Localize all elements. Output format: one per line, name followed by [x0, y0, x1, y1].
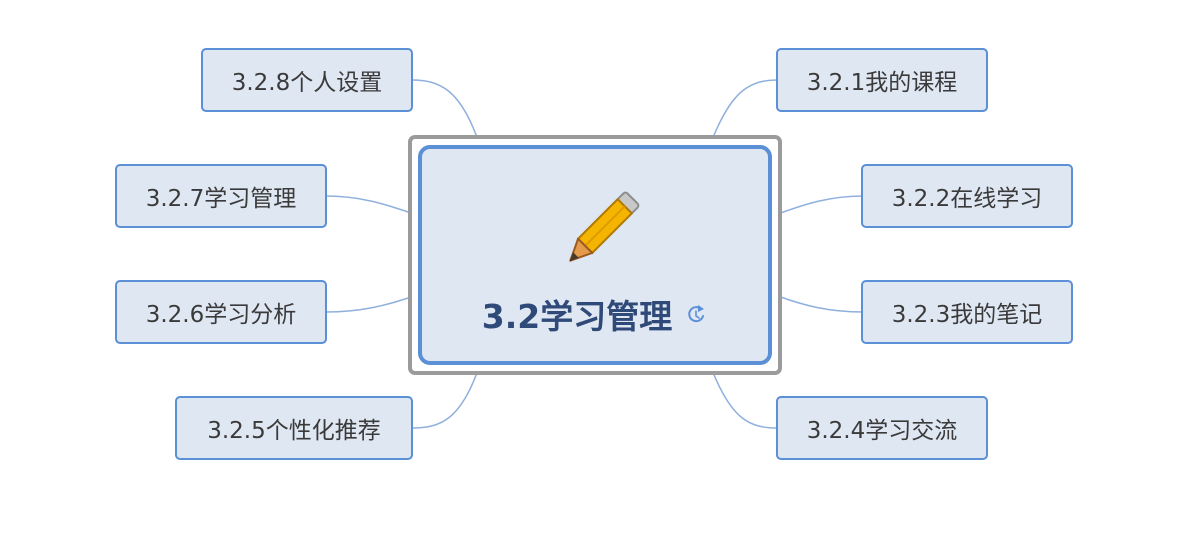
- pencil-icon: [569, 191, 640, 262]
- connector-t4: [711, 369, 779, 429]
- connector-t6: [325, 295, 415, 313]
- central-topic-frame[interactable]: 3.2学习管理: [408, 135, 782, 375]
- central-topic[interactable]: 3.2学习管理: [418, 145, 772, 365]
- central-title-row: 3.2学习管理: [422, 289, 768, 339]
- connector-t8: [411, 79, 479, 141]
- topic-3-2-4[interactable]: 3.2.4学习交流: [776, 396, 988, 460]
- connector-t5: [411, 369, 479, 429]
- connector-t1: [711, 79, 779, 141]
- connector-t7: [325, 195, 415, 215]
- topic-3-2-3[interactable]: 3.2.3我的笔记: [861, 280, 1073, 344]
- refresh-icon[interactable]: [684, 302, 708, 326]
- topic-3-2-5[interactable]: 3.2.5个性化推荐: [175, 396, 413, 460]
- topic-3-2-7[interactable]: 3.2.7学习管理: [115, 164, 327, 228]
- central-title: 3.2学习管理: [481, 297, 673, 336]
- topic-3-2-2[interactable]: 3.2.2在线学习: [861, 164, 1073, 228]
- connector-t3: [777, 295, 864, 313]
- topic-3-2-8[interactable]: 3.2.8个人设置: [201, 48, 413, 112]
- topic-3-2-6[interactable]: 3.2.6学习分析: [115, 280, 327, 344]
- connector-t2: [777, 195, 864, 215]
- topic-3-2-1[interactable]: 3.2.1我的课程: [776, 48, 988, 112]
